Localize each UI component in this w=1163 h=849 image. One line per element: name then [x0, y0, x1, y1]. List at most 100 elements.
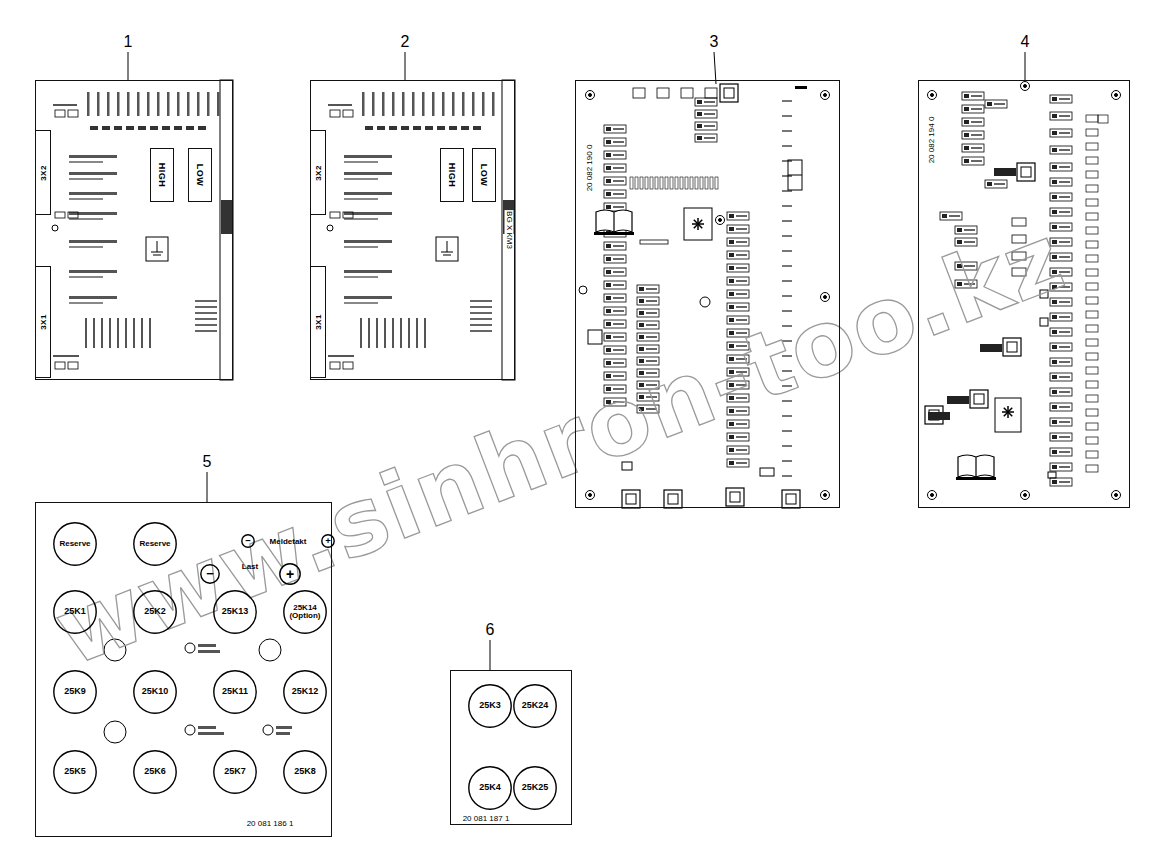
- mounting-hole: [928, 91, 937, 100]
- socket-label: 25K7: [224, 767, 246, 776]
- socket-label: 25K13: [222, 607, 249, 616]
- text-mark: [69, 198, 103, 200]
- component-mark: [613, 128, 624, 130]
- leader-line: [788, 175, 802, 176]
- callout-number: 5: [203, 453, 212, 471]
- text-mark: [117, 92, 120, 116]
- component-mark: [606, 127, 611, 131]
- box-label: HIGH: [447, 163, 457, 188]
- text-mark: [470, 306, 492, 308]
- box-label: 3X2: [314, 165, 323, 181]
- text-mark: [416, 318, 418, 348]
- component-mark: [53, 104, 77, 106]
- component-mark: [606, 257, 611, 261]
- socket-circle: 25K7: [213, 750, 257, 794]
- component-mark: [1052, 195, 1057, 199]
- component-mark: [695, 134, 717, 142]
- component-mark: [604, 190, 626, 198]
- component-mark: [727, 264, 749, 272]
- mounting-hole: [1115, 94, 1118, 97]
- text-mark: [69, 172, 117, 175]
- socket-circle: 25K1: [53, 590, 97, 634]
- component-mark: [704, 125, 715, 127]
- text-mark: [207, 92, 210, 116]
- component-mark: [760, 468, 774, 476]
- callout-number: 4: [1021, 33, 1030, 51]
- socket-label: 25K8: [294, 767, 316, 776]
- connector-pin: [650, 177, 653, 189]
- component-mark: [736, 241, 747, 243]
- text-mark: [392, 318, 394, 348]
- text-mark: [162, 126, 170, 130]
- text-mark: [87, 92, 90, 116]
- component-mark: [971, 108, 982, 110]
- component-mark: [971, 160, 982, 162]
- circle-outline: [214, 591, 256, 633]
- text-mark: [389, 126, 397, 130]
- component-mark: [1086, 339, 1098, 346]
- component-mark: [704, 137, 715, 139]
- component-mark: [727, 446, 749, 454]
- component-mark: [1050, 208, 1072, 216]
- text-mark: [126, 126, 134, 130]
- component-mark: [646, 312, 657, 314]
- component-mark: [1086, 115, 1098, 122]
- component-mark: [606, 179, 611, 183]
- callout-number: 1: [124, 33, 133, 51]
- mounting-hole: [1021, 491, 1030, 500]
- component-mark: [613, 154, 624, 156]
- component-mark: [613, 180, 624, 182]
- text-mark: [782, 250, 792, 252]
- socket-circle: +: [321, 534, 335, 548]
- text-mark: [174, 126, 182, 130]
- component-mark: [1086, 395, 1098, 402]
- text-mark: [195, 300, 217, 302]
- text-mark: [150, 126, 158, 130]
- socket-label: 25K9: [64, 687, 86, 696]
- component-mark: [604, 320, 626, 328]
- component-mark: [604, 125, 626, 133]
- component-mark: [343, 362, 353, 369]
- component-mark: [964, 146, 969, 150]
- component-mark: [788, 160, 802, 190]
- text-mark: [437, 126, 445, 130]
- text-mark: [69, 246, 103, 248]
- mounting-hole: [700, 297, 710, 307]
- terminal-pad: [974, 394, 984, 404]
- component-mark: [1050, 463, 1072, 471]
- led-mark: [185, 725, 195, 735]
- mounting-hole: [589, 494, 592, 497]
- component-mark: [1059, 196, 1070, 198]
- socket-label: 25K14 (Option): [285, 604, 325, 621]
- component-mark: [1052, 345, 1057, 349]
- circle-outline: [134, 591, 176, 633]
- marked-box: HIGH: [440, 148, 464, 202]
- socket-circle: 25K25: [513, 766, 557, 810]
- circle-outline: [214, 671, 256, 713]
- terminal-pad: [970, 390, 988, 408]
- component-mark: [1086, 143, 1098, 150]
- component-mark: [1086, 311, 1098, 318]
- component-mark: [1052, 375, 1057, 379]
- text-mark: [344, 276, 378, 278]
- component-mark: [606, 283, 611, 287]
- text-mark: [344, 212, 392, 215]
- component-mark: [736, 215, 747, 217]
- connector-pin: [705, 177, 708, 189]
- terminal-pad: [1017, 163, 1035, 181]
- connector-pin: [680, 177, 683, 189]
- component-mark: [729, 266, 734, 270]
- text-mark: [69, 240, 117, 243]
- setting-symbol: [1004, 408, 1012, 416]
- component-mark: [695, 98, 717, 106]
- socket-circle: 25K13: [213, 590, 257, 634]
- text-mark: [149, 318, 151, 348]
- text-mark: [470, 318, 492, 320]
- circle-outline: [54, 751, 96, 793]
- component-mark: [1059, 481, 1070, 483]
- component-mark: [729, 279, 734, 283]
- connector-pin: [715, 177, 718, 189]
- marked-box: 3X2: [35, 130, 51, 215]
- component-mark: [1086, 241, 1098, 248]
- ground-symbol: [447, 241, 448, 252]
